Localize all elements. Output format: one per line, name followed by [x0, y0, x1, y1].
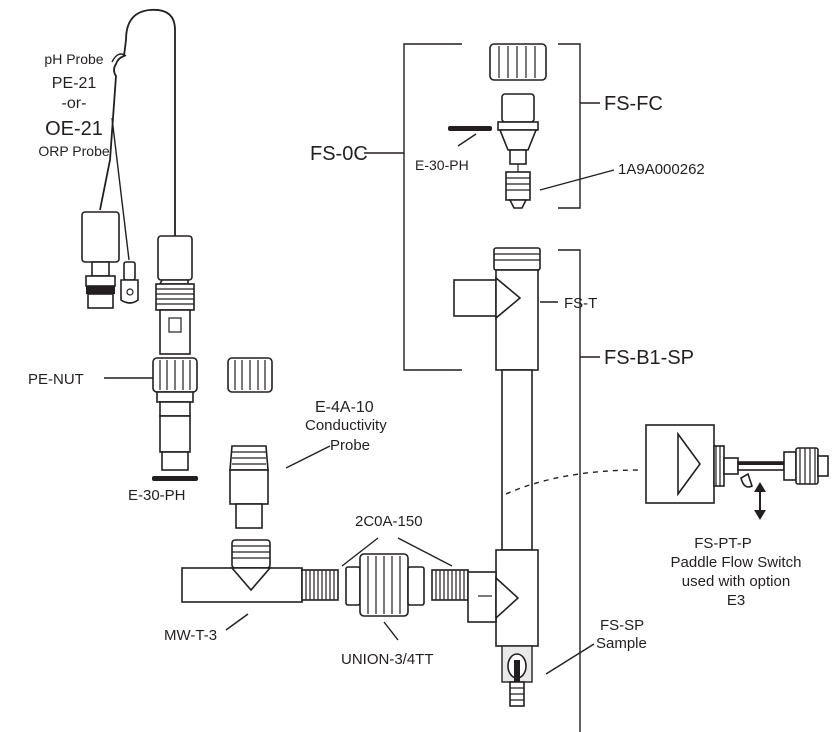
label-probe: Probe	[330, 437, 370, 454]
double-arrow-icon	[754, 482, 766, 520]
oring-left-icon	[152, 476, 198, 481]
label-e3: E3	[727, 592, 745, 609]
flow-tee-icon	[453, 247, 541, 371]
sample-valve-icon	[501, 645, 533, 707]
label-pe21: PE-21	[52, 75, 97, 92]
mw-tee-icon	[181, 539, 303, 603]
flow-cell-cap-icon	[489, 43, 547, 81]
label-used-with: used with option	[682, 573, 790, 590]
label-union: UNION-3/4TT	[341, 651, 434, 668]
leader-lines	[104, 102, 615, 675]
ground-lug	[120, 261, 139, 304]
label-fst: FS-T	[564, 295, 597, 312]
switch-location-dashed-line	[505, 469, 641, 495]
fsb1sp-bracket	[558, 249, 581, 732]
fs0c-bracket	[403, 43, 462, 371]
label-fsfc: FS-FC	[604, 93, 663, 115]
lower-tee-icon	[467, 549, 539, 647]
spare-nut-icon	[227, 357, 273, 393]
threaded-nipple-right-icon	[431, 569, 469, 601]
label-mwt3: MW-T-3	[164, 627, 217, 644]
label-fsb1sp: FS-B1-SP	[604, 347, 694, 369]
threaded-nipple-left-icon	[301, 569, 339, 601]
label-conductivity: Conductivity	[305, 417, 387, 434]
fsfc-bracket	[558, 43, 581, 209]
label-e4a10: E-4A-10	[315, 399, 374, 416]
label-pe-nut: PE-NUT	[28, 371, 84, 388]
ph-probe-body	[155, 235, 195, 355]
label-2c0a150: 2C0A-150	[355, 513, 423, 530]
label-fs0c: FS-0C	[310, 143, 368, 165]
label-e30ph-left: E-30-PH	[128, 487, 186, 504]
label-orp-probe: ORP Probe	[38, 143, 110, 159]
label-fsptp: FS-PT-P	[694, 535, 752, 552]
label-fssp: FS-SP	[600, 617, 644, 634]
label-oe21: OE-21	[45, 118, 103, 140]
oring-top-icon	[448, 126, 492, 131]
conductivity-probe-icon	[229, 445, 269, 529]
flow-pipe-icon	[501, 369, 533, 551]
label-ph-probe: pH Probe	[44, 51, 103, 67]
pe-nut-icon	[152, 357, 198, 471]
flow-cell-fitting-icon	[497, 93, 539, 209]
union-icon	[345, 553, 425, 617]
label-e30ph-top: E-30-PH	[415, 157, 469, 173]
label-or: -or-	[62, 95, 87, 112]
label-paddle: Paddle Flow Switch	[671, 554, 802, 571]
ph-probe-cable	[99, 8, 176, 261]
bnc-connector	[81, 211, 120, 309]
label-1a9a: 1A9A000262	[618, 161, 705, 178]
paddle-switch-tee-icon	[645, 424, 725, 504]
paddle-switch-probe-icon	[723, 447, 829, 488]
label-sample: Sample	[596, 635, 647, 652]
